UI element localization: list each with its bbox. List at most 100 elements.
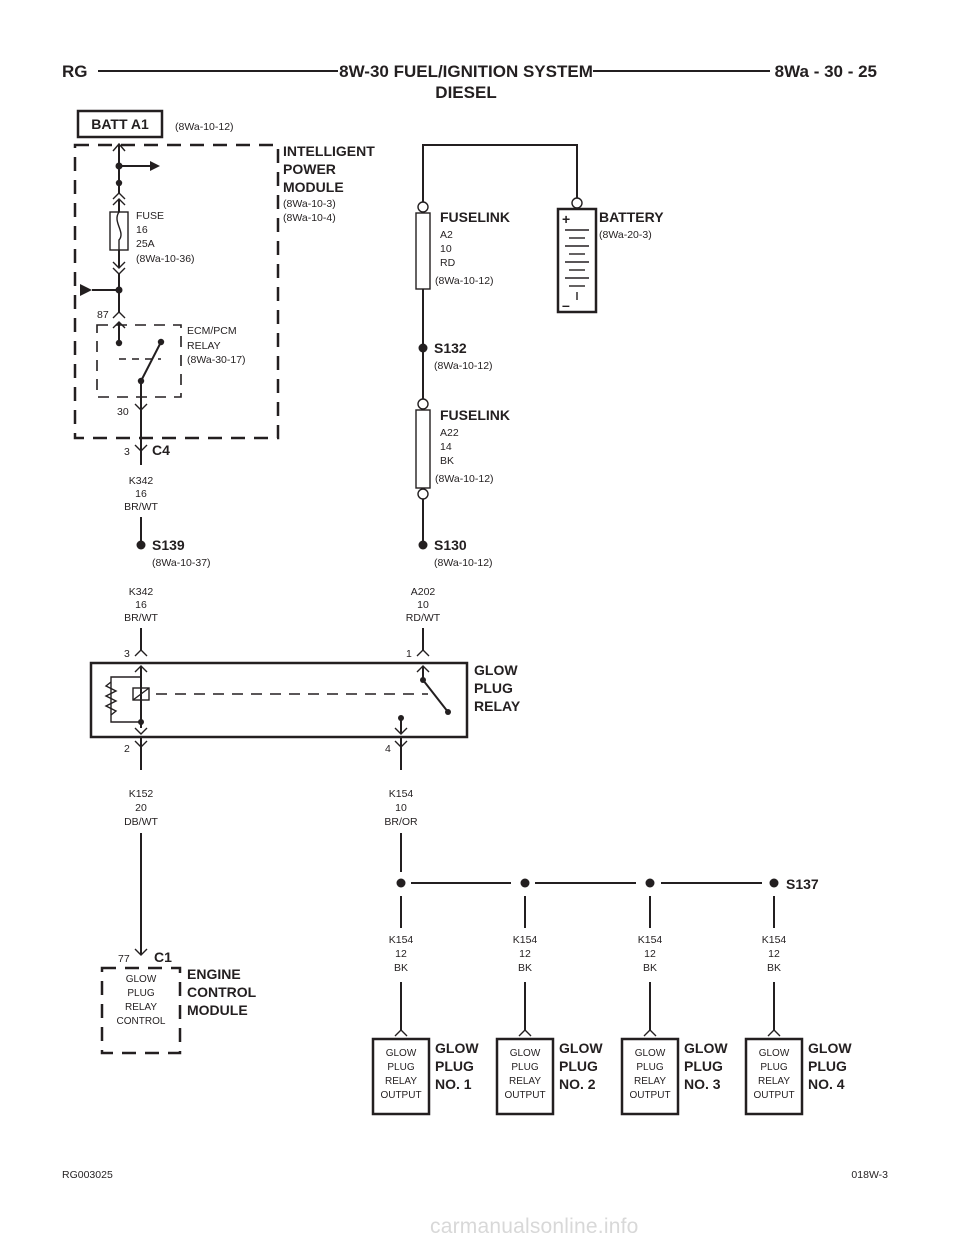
k342-bot-label-1: K342 xyxy=(129,586,154,598)
relay-feed-junction xyxy=(115,286,123,294)
branch-1-connector xyxy=(394,1029,408,1037)
ecm-relay-connector-87 xyxy=(112,311,126,319)
branch-3-wire-label-1: K154 xyxy=(638,934,663,946)
glow-relay-coil xyxy=(132,687,150,701)
glow-relay-label-3: RELAY xyxy=(474,698,521,714)
branch-4-name-3: NO. 4 xyxy=(808,1076,845,1092)
k154-main-label-3: BR/OR xyxy=(384,816,418,828)
branch-3-wire-label-3: BK xyxy=(643,962,657,974)
branch-4-wire-label-3: BK xyxy=(767,962,781,974)
s130-splice-dot xyxy=(418,540,428,550)
branch-2-box-label-4: OUTPUT xyxy=(504,1090,545,1101)
branch-3-box xyxy=(620,1037,680,1116)
glow-relay-inner-connector-4 xyxy=(394,727,408,735)
ecm-pin: 77 xyxy=(118,953,130,965)
a202-label-2: 10 xyxy=(417,599,429,611)
ecm-label-3: MODULE xyxy=(187,1002,248,1018)
branch-2-wire-label-2: 12 xyxy=(519,948,531,960)
fuselink1-top-eye xyxy=(417,201,429,213)
branch-2-box xyxy=(495,1037,555,1116)
branch-4-splice-dot xyxy=(769,878,779,888)
battery-feed-circuit: FUSELINK A2 10 RD (8Wa-10-12) + – BATTER… xyxy=(406,144,664,650)
fuselink1-l3: RD xyxy=(440,257,456,269)
ecm-relay-dashed-box xyxy=(96,324,182,398)
branch-2-splice-dot xyxy=(520,878,530,888)
glow-relay-label-2: PLUG xyxy=(474,680,513,696)
header-title-1: 8W-30 FUEL/IGNITION SYSTEM xyxy=(339,62,593,81)
ecm-relay-pin-30: 30 xyxy=(117,406,129,418)
branch-3-box-label-3: RELAY xyxy=(634,1076,666,1087)
branch-1-box xyxy=(371,1037,431,1116)
branch-3-box-label-2: PLUG xyxy=(636,1062,663,1073)
k342-top-label-2: 16 xyxy=(135,488,147,500)
watermark: carmanualsonline.info xyxy=(430,1215,639,1238)
branch-2-wire-label-3: BK xyxy=(518,962,532,974)
s130-ref: (8Wa-10-12) xyxy=(434,557,493,569)
s139-label: S139 xyxy=(152,537,185,553)
c4-pin: 3 xyxy=(124,446,130,458)
s130-label: S130 xyxy=(434,537,467,553)
glow-relay-coil-slash xyxy=(132,687,150,701)
s139-ref: (8Wa-10-37) xyxy=(152,557,211,569)
relay-feed-arrow xyxy=(80,284,92,296)
k154-circuit: K154 10 BR/OR S137 xyxy=(384,788,819,892)
ecm-relay-ref: (8Wa-30-17) xyxy=(187,354,246,366)
glow-relay-box xyxy=(89,661,469,739)
glow-relay-label-1: GLOW xyxy=(474,662,518,678)
glow-plug-relay: GLOW PLUG RELAY 3 1 2 4 xyxy=(89,648,521,770)
branch-2-name-3: NO. 2 xyxy=(559,1076,596,1092)
a202-label-1: A202 xyxy=(411,586,436,598)
glow-relay-resistor-frame xyxy=(110,676,141,723)
s132-ref: (8Wa-10-12) xyxy=(434,360,493,372)
battery-top-eye xyxy=(571,197,583,209)
ecm-relay-switch-arm xyxy=(140,341,162,382)
branch-4-wire-label-2: 12 xyxy=(768,948,780,960)
branch-3-name-2: PLUG xyxy=(684,1058,723,1074)
branch-3-name-1: GLOW xyxy=(684,1040,728,1056)
fuselink1-body xyxy=(415,212,431,290)
branch-2-name-2: PLUG xyxy=(559,1058,598,1074)
fuselink1-ref: (8Wa-10-12) xyxy=(435,275,494,287)
branch-1-name-3: NO. 1 xyxy=(435,1076,472,1092)
k342-top-label-3: BR/WT xyxy=(124,501,158,513)
branch-3-box-label-1: GLOW xyxy=(635,1048,666,1059)
k342-bot-label-2: 16 xyxy=(135,599,147,611)
k342-top-label-1: K342 xyxy=(129,475,154,487)
branch-1-name-1: GLOW xyxy=(435,1040,479,1056)
ecm-relay-contact-dot xyxy=(115,339,123,347)
c4-connector xyxy=(134,444,148,452)
branch-4-box-label-2: PLUG xyxy=(760,1062,787,1073)
fuselink1-l2: 10 xyxy=(440,243,452,255)
k152-label-3: DB/WT xyxy=(124,816,158,828)
fuselink2-body xyxy=(415,409,431,489)
ipm-label-3: MODULE xyxy=(283,179,344,195)
fuse-bot-connector-1 xyxy=(112,261,126,269)
branch-1-wire-label-1: K154 xyxy=(389,934,414,946)
branch-2-box-label-1: GLOW xyxy=(510,1048,541,1059)
branch-1-box-label-1: GLOW xyxy=(386,1048,417,1059)
a202-label-3: RD/WT xyxy=(406,612,441,624)
page-header: RG 8W-30 FUEL/IGNITION SYSTEM DIESEL 8Wa… xyxy=(62,62,877,102)
batt-a1-box xyxy=(76,109,164,139)
ecm-relay-label-2: RELAY xyxy=(187,340,221,352)
glow-relay-connector-3 xyxy=(134,649,148,657)
battery-feed-wire xyxy=(422,144,578,202)
ecm-label-1: ENGINE xyxy=(187,966,241,982)
branch-4-connector xyxy=(767,1029,781,1037)
k342-circuit: 3 C4 K342 16 BR/WT S139 (8Wa-10-37) K342… xyxy=(124,410,211,650)
glow-relay-pin-3: 3 xyxy=(124,648,130,660)
battery-minus: – xyxy=(562,297,570,313)
footer-right: 018W-3 xyxy=(851,1169,888,1181)
branch-4-box-label-4: OUTPUT xyxy=(753,1090,794,1101)
ipm-ref-1: (8Wa-10-3) xyxy=(283,198,336,210)
footer-left: RG003025 xyxy=(62,1169,113,1181)
glow-relay-resistor xyxy=(104,681,118,716)
branch-3-box-label-4: OUTPUT xyxy=(629,1090,670,1101)
fuse-element xyxy=(116,211,122,250)
k152-label-1: K152 xyxy=(129,788,154,800)
fuse-label-3: 25A xyxy=(136,238,155,250)
branch-1-box-label-3: RELAY xyxy=(385,1076,417,1087)
fuselink2-l3: BK xyxy=(440,455,454,467)
